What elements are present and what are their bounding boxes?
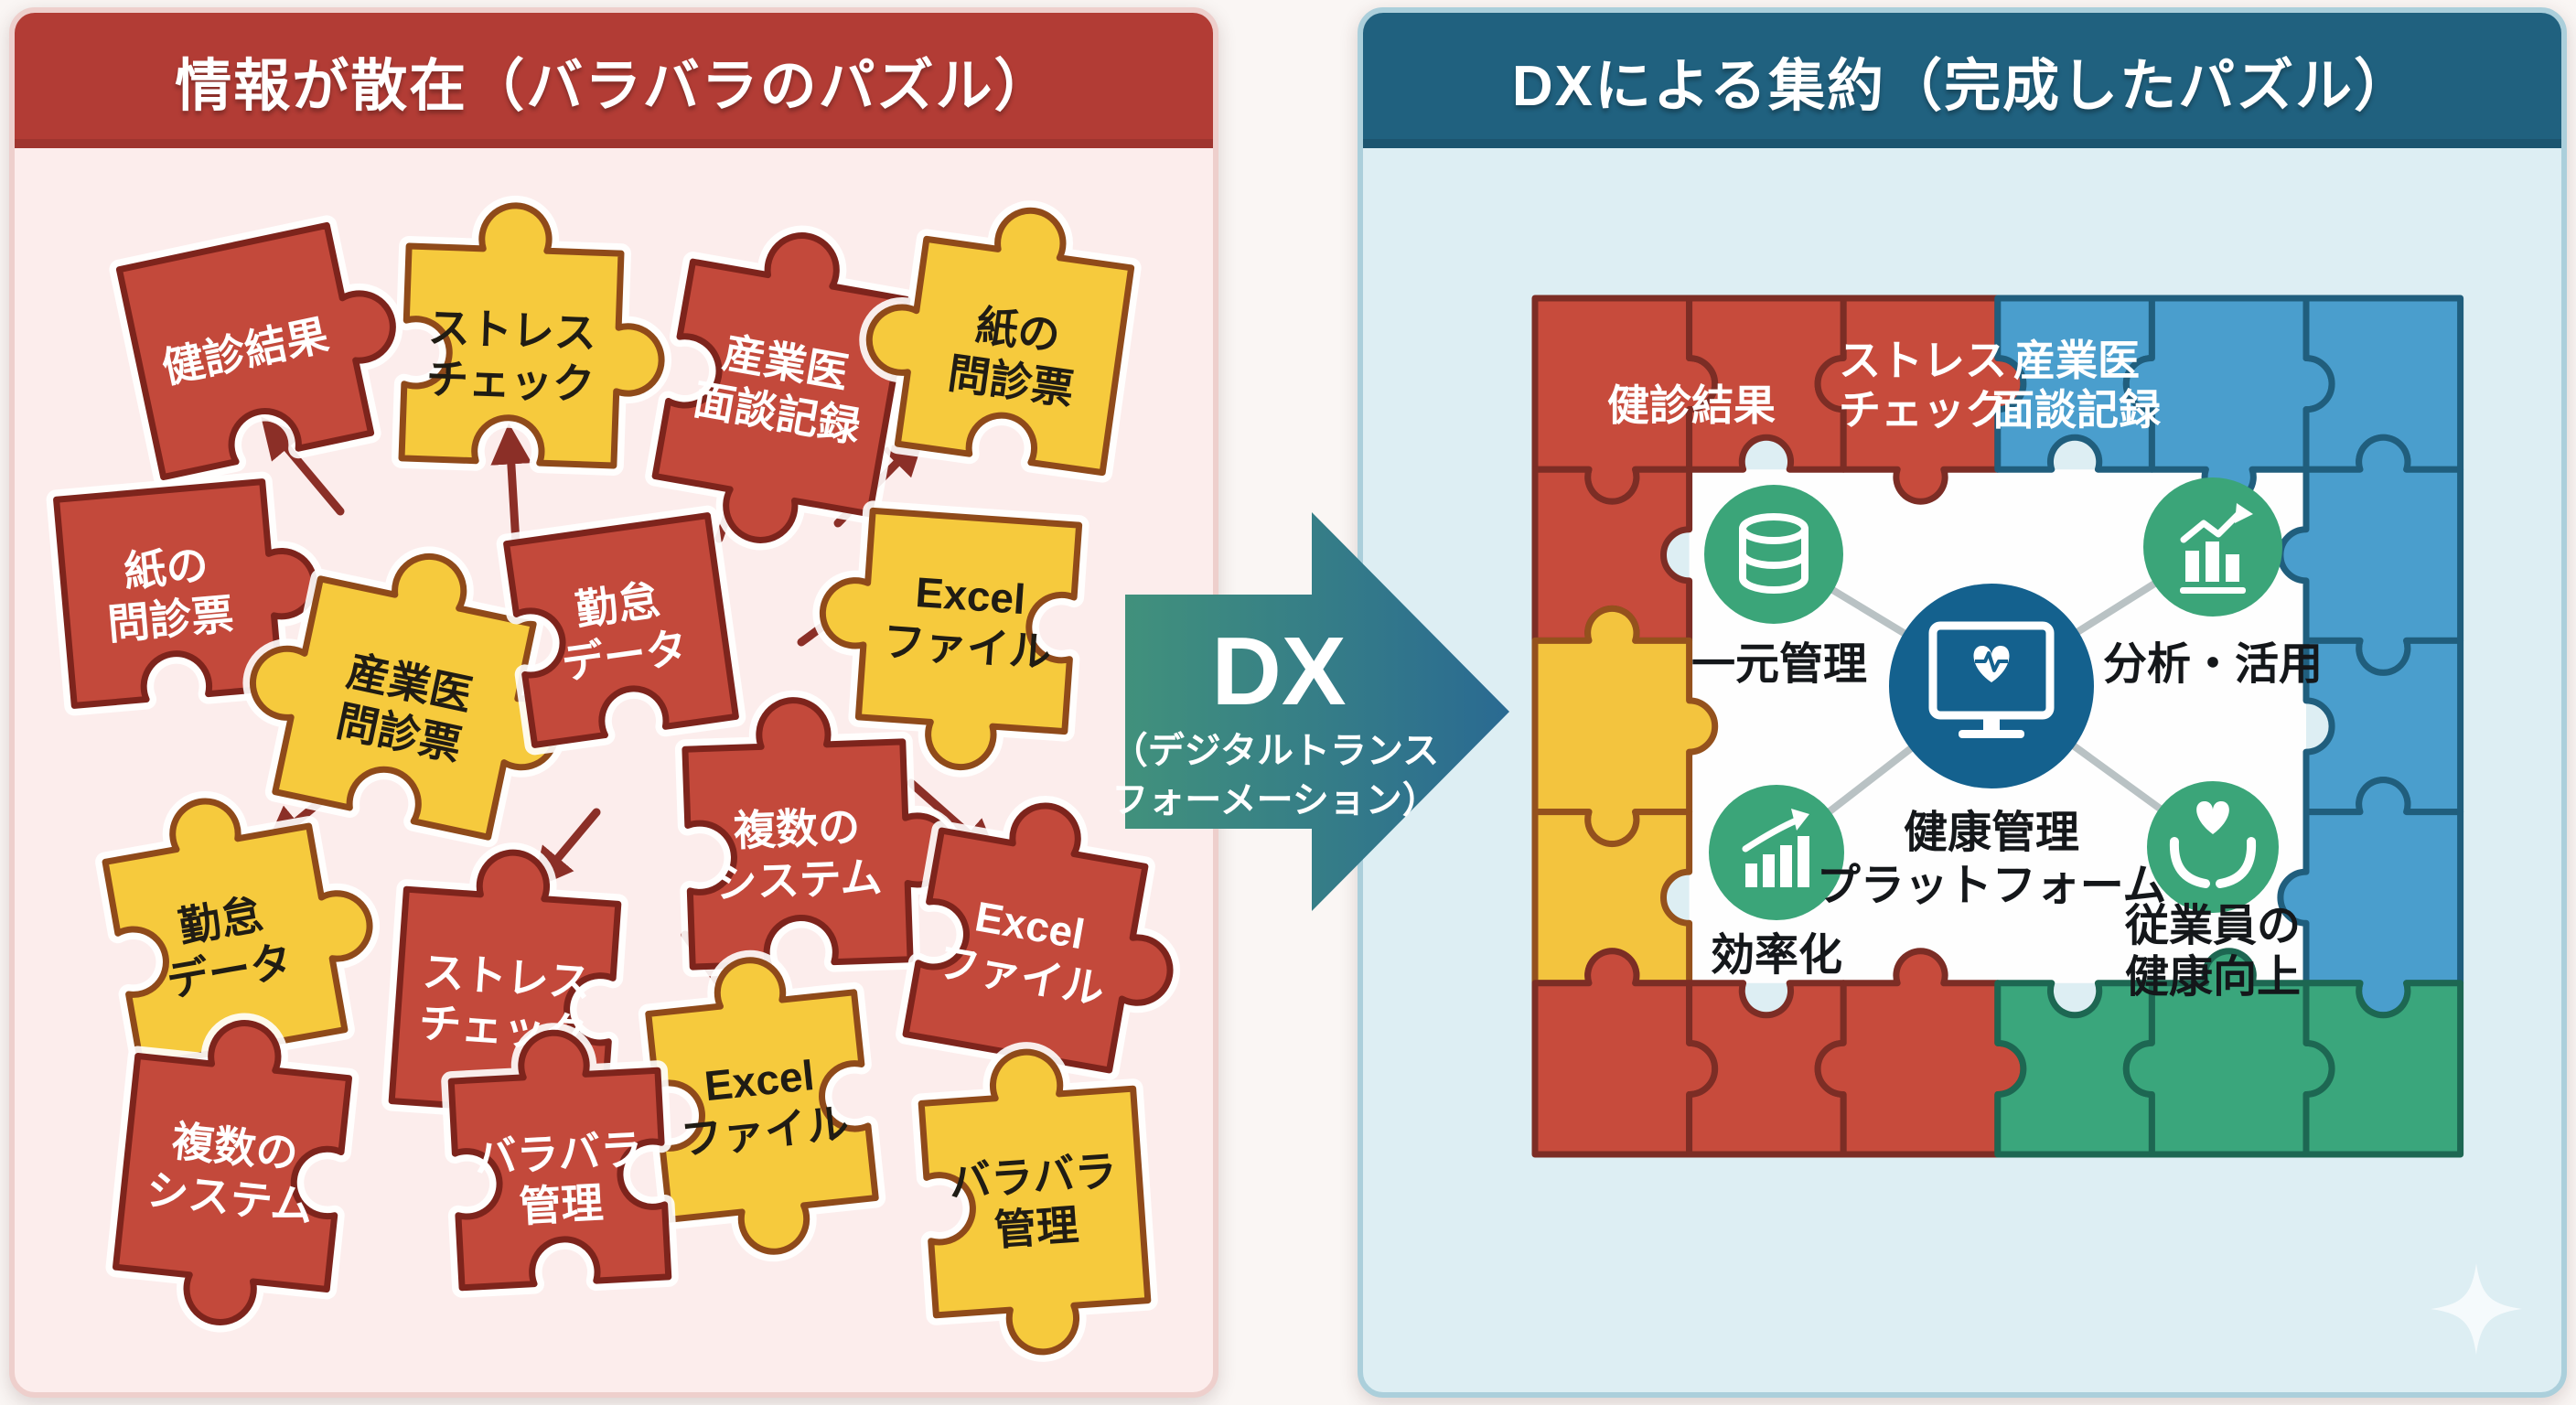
piece-label: 管理 bbox=[518, 1179, 605, 1231]
dx-arrow-subtitle-line2: フォーメーション） bbox=[1114, 780, 1439, 820]
scatter-arrow bbox=[261, 416, 345, 516]
scattered-puzzle-canvas: 健診結果ストレスチェック産業医面談記録紙の問診票紙の問診票産業医問診票勤怠データ… bbox=[46, 195, 1181, 1362]
consolidated-panel: DXによる集約（完成したパズル） 健診結果 ストレスチェック産業医面談記録一元管理… bbox=[1358, 7, 2567, 1398]
piece-label: 産業医 bbox=[2013, 337, 2140, 384]
puzzle-piece: 健診結果 bbox=[109, 215, 403, 488]
benefit-label: 従業員の bbox=[2124, 902, 2301, 950]
piece-label: バラバラ bbox=[474, 1125, 644, 1182]
piece-label: 勤怠 bbox=[573, 575, 662, 634]
benefit-label: 分析・活用 bbox=[2103, 640, 2323, 689]
platform-label: 健康管理 bbox=[1904, 809, 2079, 857]
benefit-label: 一元管理 bbox=[1691, 640, 1867, 689]
benefit-label: 効率化 bbox=[1711, 931, 1842, 980]
piece-label: チェック bbox=[1839, 386, 2007, 434]
puzzle-piece bbox=[1531, 605, 1719, 848]
puzzle-piece bbox=[2277, 434, 2464, 676]
piece-label: バラバラ bbox=[948, 1147, 1119, 1207]
piece-label: 健診結果 bbox=[1607, 381, 1776, 429]
piece-label: システム bbox=[714, 853, 883, 906]
piece-label: ストレス bbox=[1839, 337, 2007, 384]
scattered-panel-title: 情報が散在（バラバラのパズル） bbox=[175, 55, 1053, 118]
piece-label: ファイル bbox=[881, 617, 1052, 677]
efficiency-icon bbox=[1709, 785, 1844, 920]
dx-arrow-label: DX bbox=[1211, 617, 1346, 725]
platform-label: プラットフォーム bbox=[1817, 862, 2167, 910]
piece-label: 紙の bbox=[973, 301, 1063, 359]
puzzle-piece bbox=[2277, 777, 2464, 1019]
scattered-panel: 情報が散在（バラバラのパズル） 健診結果ストレスチェック産業医面談記録紙の問診票… bbox=[9, 7, 1218, 1398]
piece-label: 問診票 bbox=[105, 590, 235, 649]
puzzle-piece bbox=[2302, 980, 2464, 1158]
dx-arrow: DX （デジタルトランス フォーメーション） bbox=[1114, 512, 1509, 911]
benefit-label: 健康向上 bbox=[2125, 953, 2301, 1002]
sparkle-icon bbox=[2431, 1263, 2522, 1355]
puzzle-piece bbox=[1814, 948, 2027, 1158]
dx-arrow-shape bbox=[1125, 512, 1509, 911]
scatter-arrow bbox=[490, 423, 532, 548]
piece-label: Excel bbox=[703, 1051, 817, 1110]
analytics-icon bbox=[2143, 477, 2282, 617]
piece-label: Excel bbox=[914, 568, 1027, 623]
piece-label: ストレス bbox=[427, 304, 597, 357]
piece-label: チェック bbox=[425, 355, 596, 408]
heart-hands-icon bbox=[2147, 781, 2279, 913]
scattered-panel-header: 情報が散在（バラバラのパズル） bbox=[15, 13, 1213, 148]
consolidated-panel-header: DXによる集約（完成したパズル） bbox=[1363, 13, 2561, 148]
piece-label: ストレス bbox=[421, 948, 592, 1007]
dx-arrow-subtitle-line1: （デジタルトランス bbox=[1114, 730, 1439, 771]
monitor-heart-icon bbox=[1889, 584, 2094, 788]
piece-label: 複数の bbox=[733, 803, 861, 855]
consolidated-panel-title: DXによる集約（完成したパズル） bbox=[1511, 55, 2413, 118]
piece-label: 管理 bbox=[993, 1201, 1079, 1254]
piece-label: 面談記録 bbox=[1992, 386, 2162, 434]
database-icon bbox=[1704, 485, 1843, 624]
piece-label: 紙の bbox=[122, 541, 209, 595]
